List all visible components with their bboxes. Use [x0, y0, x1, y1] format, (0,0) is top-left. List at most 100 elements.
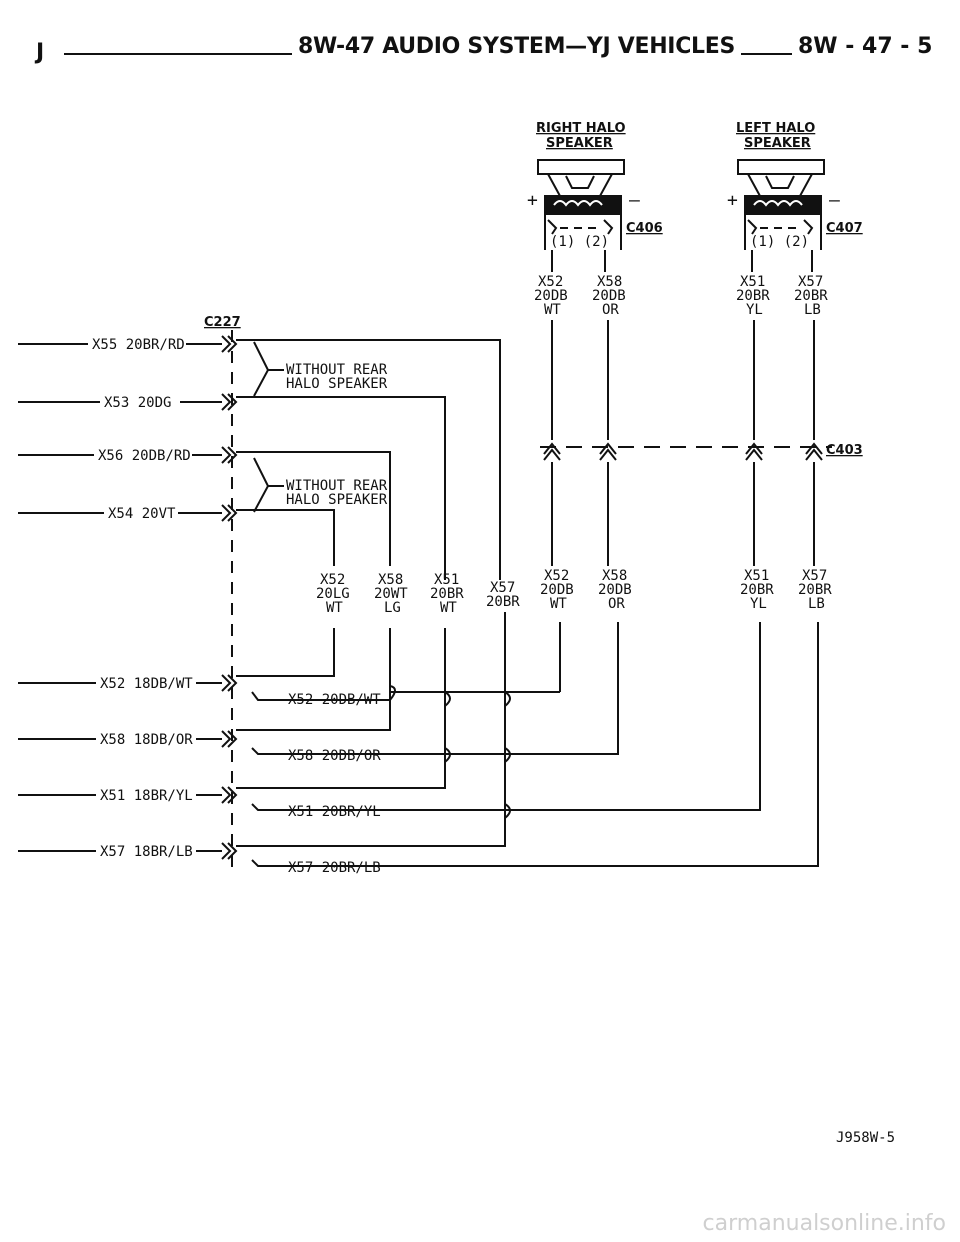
note-halo-speaker-1: HALO SPEAKER: [286, 376, 388, 392]
lh-wire-a-code: X51: [740, 274, 765, 290]
connector-c227: C227: [204, 315, 241, 330]
lh-wire-a-gauge: 20BR: [736, 288, 770, 304]
page-title: 8W-47 AUDIO SYSTEM—YJ VEHICLES: [292, 34, 742, 59]
c227-pin-x55: [221, 335, 238, 353]
branch-x58: [251, 622, 619, 755]
hop-5: [504, 803, 511, 819]
mid-wire-6-color: OR: [608, 596, 625, 612]
mid-wire-6-gauge: 20DB: [598, 582, 632, 598]
mid-wire-1-color: WT: [326, 600, 343, 616]
input-x51: X51 18BR/YL: [100, 788, 193, 804]
input-x57: X57 18BR/LB: [100, 844, 193, 860]
hop-2: [504, 747, 511, 763]
lh-plus-sign: +: [727, 190, 738, 211]
connector-c406: C406: [626, 221, 663, 236]
mid-wire-3-gauge: 20BR: [430, 586, 464, 602]
run-x52-20lg: [236, 628, 335, 677]
mid-wire-labels: X52 20LG WT X58 20WT LG X51 20BR WT X57 …: [316, 568, 832, 616]
hop-1: [444, 747, 451, 763]
rh-wire-b-color: OR: [602, 302, 619, 318]
rh-minus-sign: –: [629, 190, 640, 211]
c403-pin-4: [805, 442, 823, 461]
lh-pins: (1) (2): [750, 234, 809, 250]
page-number: 8W - 47 - 5: [792, 34, 933, 59]
mid-wire-7-color: YL: [750, 596, 767, 612]
c227-pin-x57: [221, 842, 238, 860]
left-speaker-icon: [737, 159, 825, 250]
run-x58-20wt: [236, 628, 391, 731]
c227-pin-x56: [221, 446, 238, 464]
rh-wire-a-gauge: 20DB: [534, 288, 568, 304]
c227-pin-x52: [221, 674, 238, 692]
mid-wire-1-gauge: 20LG: [316, 586, 350, 602]
hop-3: [444, 691, 451, 707]
branch-x52-lead: [251, 691, 390, 701]
c227-pin-x53: [221, 393, 238, 411]
hop-x52-1: [389, 685, 396, 701]
lh-wire-b-code: X57: [798, 274, 823, 290]
c403-pin-3: [745, 442, 763, 461]
mid-wire-3-color: WT: [440, 600, 457, 616]
mid-wire-6-code: X58: [602, 568, 627, 584]
rh-speaker-title-2: SPEAKER: [546, 136, 613, 151]
branch-label-x58: X58 20DB/OR: [288, 748, 381, 764]
rh-pins: (1) (2): [550, 234, 609, 250]
branch-label-x51: X51 20BR/YL: [288, 804, 381, 820]
mid-wire-1-code: X52: [320, 572, 345, 588]
hop-4: [504, 691, 511, 707]
c403-pin-2: [599, 442, 617, 461]
c227-pin-x51: [221, 786, 238, 804]
connector-c407: C407: [826, 221, 863, 236]
mid-wire-2-gauge: 20WT: [374, 586, 408, 602]
input-x58: X58 18DB/OR: [100, 732, 193, 748]
mid-wire-8-gauge: 20BR: [798, 582, 832, 598]
c403-pin-1: [543, 442, 561, 461]
rh-wire-a-code: X52: [538, 274, 563, 290]
lh-wire-b-gauge: 20BR: [794, 288, 828, 304]
run-x57-20br: [236, 612, 506, 847]
mid-wire-8-color: LB: [808, 596, 825, 612]
figure-id: J958W-5: [836, 1130, 896, 1146]
mid-wire-2-code: X58: [378, 572, 403, 588]
branch-label-x57: X57 20BR/LB: [288, 860, 381, 876]
c227-pin-x54: [221, 504, 238, 522]
note-halo-speaker-2: HALO SPEAKER: [286, 492, 388, 508]
rh-plus-sign: +: [527, 190, 538, 211]
speaker-wire-labels: X52 20DB WT X58 20DB OR X51 20BR YL X57 …: [534, 274, 828, 318]
input-x54: X54 20VT: [108, 506, 176, 522]
lh-minus-sign: –: [829, 190, 840, 211]
wires: [18, 250, 832, 870]
watermark: carmanualsonline.info: [702, 1211, 946, 1236]
run-x58-up: [236, 451, 391, 566]
note-without-rear-1: WITHOUT REAR: [286, 362, 388, 378]
lh-wire-b-color: LB: [804, 302, 821, 318]
branch-label-x52: X52 20DB/WT: [288, 692, 381, 708]
input-x55: X55 20BR/RD: [92, 337, 185, 353]
rh-wire-b-gauge: 20DB: [592, 288, 626, 304]
mid-wire-5-gauge: 20DB: [540, 582, 574, 598]
rh-wire-a-color: WT: [544, 302, 561, 318]
header-section-letter: J: [36, 40, 45, 65]
note-without-rear-2: WITHOUT REAR: [286, 478, 388, 494]
switch-bracket-2: [253, 457, 270, 513]
input-x53: X53 20DG: [104, 395, 171, 411]
input-x56: X56 20DB/RD: [98, 448, 191, 464]
lh-speaker-title-1: LEFT HALO: [736, 121, 815, 136]
right-speaker-icon: [537, 159, 625, 250]
mid-wire-7-gauge: 20BR: [740, 582, 774, 598]
header-rule-left: [64, 53, 304, 55]
branch-x57: [251, 622, 819, 867]
mid-wire-4-gauge: 20BR: [486, 594, 520, 610]
rh-speaker-title-1: RIGHT HALO: [536, 121, 626, 136]
mid-wire-3-code: X51: [434, 572, 459, 588]
lh-speaker-title-2: SPEAKER: [744, 136, 811, 151]
mid-wire-7-code: X51: [744, 568, 769, 584]
run-x52-up: [236, 509, 335, 566]
run-x51-20br: [236, 628, 446, 789]
input-x52: X52 18DB/WT: [100, 676, 193, 692]
connector-c403: C403: [826, 443, 863, 458]
mid-wire-2-color: LG: [384, 600, 401, 616]
c227-pin-x58: [221, 730, 238, 748]
mid-wire-4-code: X57: [490, 580, 515, 596]
